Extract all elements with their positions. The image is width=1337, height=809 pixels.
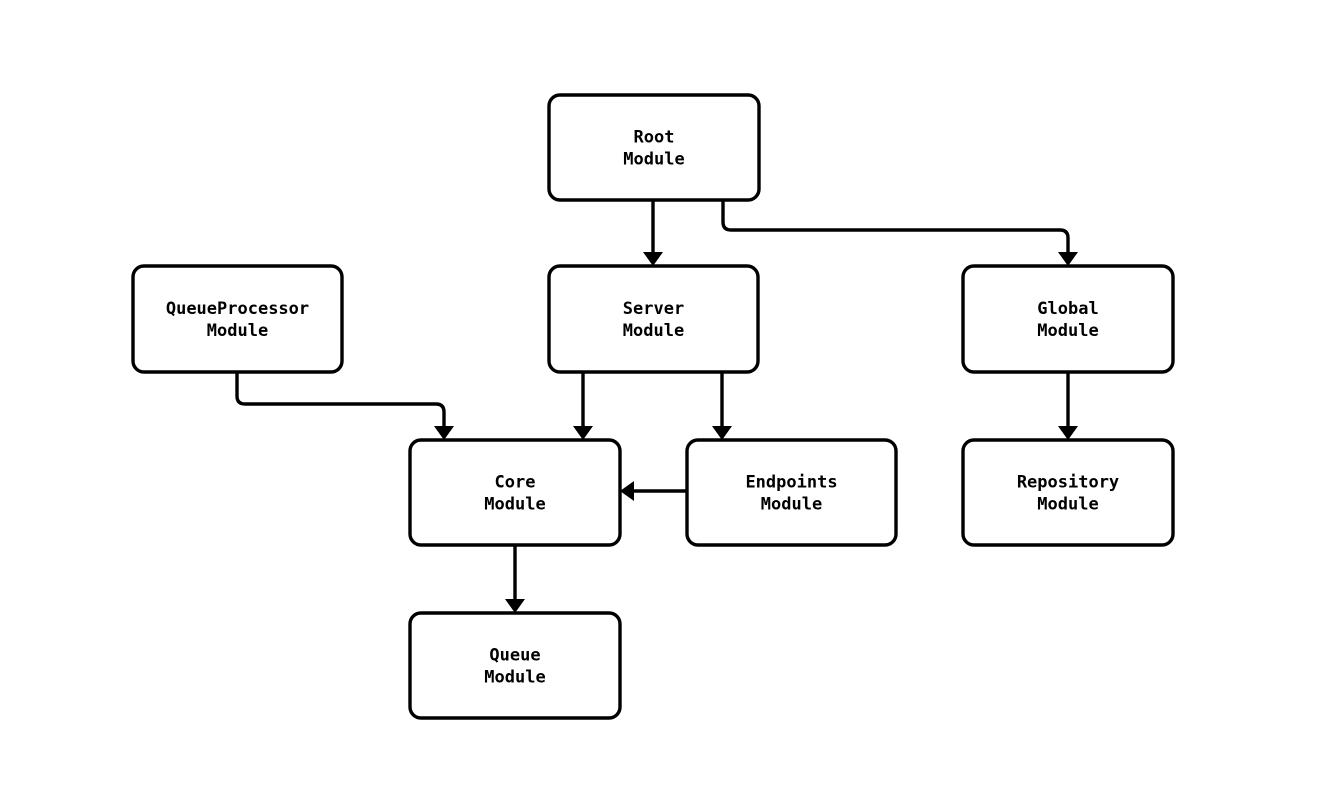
edge-root-to-global-line [721,200,1070,252]
server-module-node-label-line1: Server [623,299,684,319]
endpoints-module-node-box[interactable] [685,438,898,547]
queue-module-node-box[interactable] [408,611,622,720]
queue-module-node-label-line2: Module [484,668,545,688]
core-module-node-label-line1: Core [495,473,536,493]
edge-root-to-server [643,200,663,266]
root-module-node-label-line1: Root [634,128,675,148]
edge-root-to-server-arrowhead-icon [643,252,663,266]
queueprocessor-module-node-box[interactable] [131,264,344,374]
edge-server-to-core-arrowhead-icon [573,426,593,440]
queueprocessor-module-node-label-line1: QueueProcessor [166,299,309,319]
edge-queueprocessor-to-core-line [235,372,446,426]
edge-endpoints-to-core-arrowhead-icon [620,481,634,501]
edges-layer [235,200,1078,613]
edge-core-to-queue [505,545,525,613]
edge-server-to-endpoints-arrowhead-icon [712,426,732,440]
endpoints-module-node-label-line1: Endpoints [745,473,837,493]
root-module-node-label-line2: Module [623,150,684,170]
repository-module-node-label-line2: Module [1037,495,1098,515]
server-module-node-label-line2: Module [623,321,684,341]
edge-queueprocessor-to-core-arrowhead-icon [434,426,454,440]
edge-core-to-queue-arrowhead-icon [505,599,525,613]
edge-global-to-repository [1058,372,1078,440]
edge-root-to-global [721,200,1078,266]
queueprocessor-module-node-label-line2: Module [207,321,268,341]
repository-module-node-label-line1: Repository [1017,473,1119,493]
server-module-node-box[interactable] [547,264,760,374]
edge-endpoints-to-core [620,481,687,501]
global-module-node-label-line1: Global [1037,299,1098,319]
edge-root-to-global-arrowhead-icon [1058,252,1078,266]
repository-module-node-box[interactable] [961,438,1175,547]
endpoints-module-node-label-line2: Module [761,495,822,515]
global-module-node-label-line2: Module [1037,321,1098,341]
core-module-node-box[interactable] [408,438,622,547]
edge-server-to-core [573,372,593,440]
edge-global-to-repository-arrowhead-icon [1058,426,1078,440]
core-module-node-label-line2: Module [484,495,545,515]
edge-queueprocessor-to-core [235,372,454,440]
edge-server-to-endpoints [712,372,732,440]
global-module-node-box[interactable] [961,264,1175,374]
root-module-node-box[interactable] [547,93,761,202]
nodes-layer: RootModuleQueueProcessorModuleServerModu… [131,93,1175,720]
queue-module-node-label-line1: Queue [489,646,540,666]
